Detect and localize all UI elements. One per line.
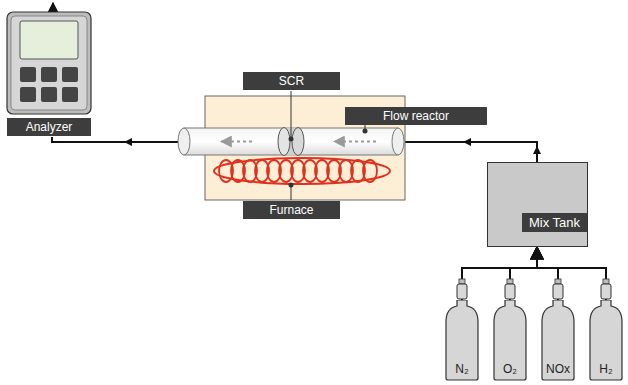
analyzer-button bbox=[41, 67, 57, 82]
analyzer-button bbox=[62, 67, 78, 82]
layout-group bbox=[7, 3, 541, 200]
cylinder-body bbox=[446, 300, 478, 380]
leader-dot bbox=[289, 183, 294, 188]
valve-group bbox=[457, 279, 611, 299]
tube-end bbox=[392, 128, 404, 155]
connector-group bbox=[462, 247, 606, 300]
gas-cylinder: O₂ bbox=[493, 300, 527, 381]
scr-catalyst bbox=[292, 128, 304, 156]
cylinder-valve bbox=[505, 284, 515, 299]
leader-dot bbox=[363, 129, 368, 134]
cylinder-body bbox=[590, 300, 622, 380]
flow-arrowhead bbox=[124, 138, 132, 146]
gas-cylinder: NOx bbox=[541, 300, 575, 381]
gas-pipe bbox=[398, 142, 537, 163]
analyzer-button bbox=[41, 87, 57, 102]
analyzer-button bbox=[20, 67, 36, 82]
cylinder-valve bbox=[601, 284, 611, 299]
analyzer-button bbox=[62, 87, 78, 102]
gas-pipe bbox=[52, 137, 184, 142]
gas-cylinder: N₂ bbox=[445, 300, 479, 381]
gas-name: N₂ bbox=[445, 362, 479, 376]
node-label: Furnace bbox=[269, 203, 313, 217]
analyzer-housing bbox=[7, 12, 91, 114]
callout-label: Furnace bbox=[243, 201, 340, 219]
gas-name: O₂ bbox=[493, 362, 527, 376]
valve-handle bbox=[603, 279, 609, 284]
node-label: Mix Tank bbox=[522, 213, 587, 232]
leader-line bbox=[291, 186, 292, 200]
leader-line bbox=[291, 91, 292, 138]
cylinder-valve bbox=[457, 284, 467, 299]
node-label: SCR bbox=[279, 74, 304, 88]
flow-arrowhead bbox=[463, 138, 471, 146]
valve-handle bbox=[459, 279, 465, 284]
coil-loop bbox=[363, 160, 377, 182]
heating-coil bbox=[214, 158, 390, 184]
callout-label: SCR bbox=[243, 72, 340, 90]
flow-direction bbox=[334, 141, 376, 143]
gas-name: NOx bbox=[541, 362, 575, 376]
gas-line bbox=[462, 247, 537, 300]
gas-name: H₂ bbox=[589, 362, 623, 376]
callout-label: Analyzer bbox=[7, 118, 91, 136]
cylinder-valve bbox=[553, 284, 563, 299]
gas-cylinder: H₂ bbox=[589, 300, 623, 381]
mix-tank: Mix Tank bbox=[487, 162, 588, 247]
node-label: Flow reactor bbox=[383, 109, 449, 123]
analyzer-button bbox=[20, 87, 36, 102]
coil-loop bbox=[214, 158, 390, 184]
gas-line bbox=[537, 247, 606, 300]
analyzer-panel bbox=[11, 16, 87, 110]
analyzer-screen bbox=[20, 21, 78, 59]
callout-label: Flow reactor bbox=[345, 107, 487, 125]
valve-handle bbox=[507, 279, 513, 284]
leader-dot bbox=[289, 137, 294, 142]
scr-catalyst bbox=[278, 128, 290, 156]
node-label: Analyzer bbox=[26, 120, 73, 134]
valve-handle bbox=[555, 279, 561, 284]
tube-end bbox=[178, 128, 190, 155]
cylinder-body bbox=[494, 300, 526, 380]
cylinder-body bbox=[542, 300, 574, 380]
flow-arrowhead bbox=[533, 146, 541, 154]
exhaust-arrow bbox=[52, 3, 54, 12]
flow-direction bbox=[221, 141, 252, 143]
